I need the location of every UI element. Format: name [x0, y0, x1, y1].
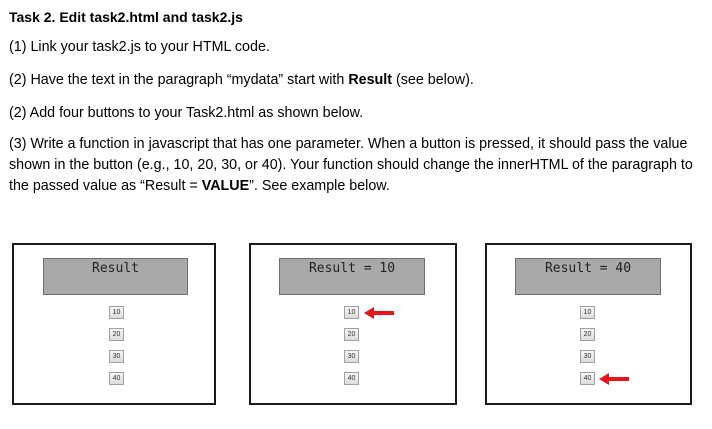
- step-text-post: ”. See example below.: [249, 178, 390, 194]
- value-button-30[interactable]: 30: [344, 350, 359, 363]
- value-button-20[interactable]: 20: [344, 328, 359, 341]
- step-text-pre: (3) Write a function in javascript that …: [9, 136, 693, 194]
- result-paragraph: Result = 10: [279, 258, 425, 295]
- step-add-buttons: (2) Add four buttons to your Task2.html …: [9, 103, 363, 124]
- example-panel-initial: Result 10 20 30 40: [12, 243, 216, 405]
- result-paragraph: Result = 40: [515, 258, 661, 295]
- example-panel-clicked-10: Result = 10 10 20 30 40: [249, 243, 457, 405]
- red-left-arrow-icon: [364, 307, 394, 319]
- value-button-40[interactable]: 40: [344, 372, 359, 385]
- example-panel-clicked-40: Result = 40 10 20 30 40: [485, 243, 692, 405]
- step-text: (2) Add four buttons to your Task2.html …: [9, 105, 364, 121]
- value-button-20[interactable]: 20: [109, 328, 124, 341]
- value-button-10[interactable]: 10: [109, 306, 124, 319]
- value-button-10[interactable]: 10: [580, 306, 595, 319]
- task-title: Task 2. Edit task2.html and task2.js: [9, 9, 243, 25]
- step-write-function: (3) Write a function in javascript that …: [9, 134, 699, 197]
- value-button-30[interactable]: 30: [580, 350, 595, 363]
- step-text-bold: VALUE: [201, 178, 250, 194]
- step-paragraph-result: (2) Have the text in the paragraph “myda…: [9, 70, 474, 91]
- value-button-10[interactable]: 10: [344, 306, 359, 319]
- step-link-js: (1) Link your task2.js to your HTML code…: [9, 37, 270, 58]
- value-button-30[interactable]: 30: [109, 350, 124, 363]
- step-text-bold: Result: [348, 72, 393, 88]
- red-left-arrow-icon: [599, 373, 629, 385]
- value-button-20[interactable]: 20: [580, 328, 595, 341]
- step-text: (1) Link your task2.js to your HTML code…: [9, 39, 270, 55]
- value-button-40[interactable]: 40: [109, 372, 124, 385]
- step-text-post: (see below).: [392, 72, 474, 88]
- step-text-pre: (2) Have the text in the paragraph “myda…: [9, 72, 349, 88]
- result-paragraph: Result: [43, 258, 188, 295]
- value-button-40[interactable]: 40: [580, 372, 595, 385]
